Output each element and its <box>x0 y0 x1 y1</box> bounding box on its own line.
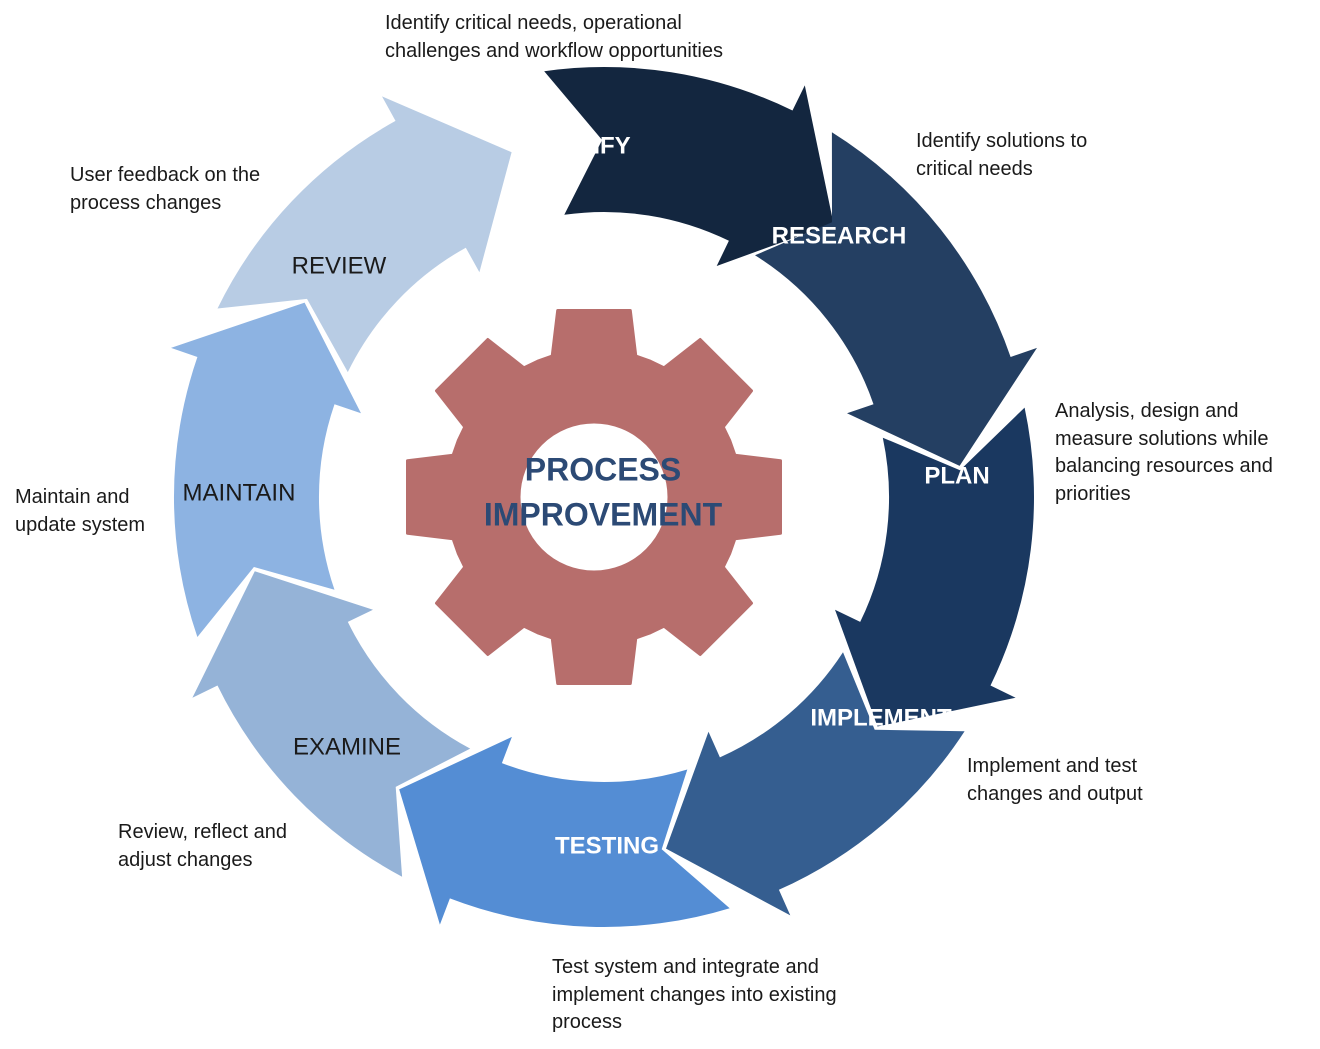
implement-arrow <box>666 652 965 916</box>
cycle-arrows <box>171 67 1037 927</box>
research-arrow <box>755 132 1037 466</box>
review-arrow <box>217 96 512 373</box>
maintain-description: Maintain and update system <box>15 484 145 539</box>
center-title-line2: IMPROVEMENT <box>484 496 723 532</box>
research-label: RESEARCH <box>772 222 907 249</box>
plan-description: Analysis, design and measure solutions wh… <box>1055 398 1273 508</box>
examine-description-line: adjust changes <box>118 848 253 871</box>
process-gear: PROCESS IMPROVEMENT <box>406 309 782 685</box>
examine-label: EXAMINE <box>293 733 401 760</box>
implement-description-line: changes and output <box>967 782 1143 805</box>
maintain-description-line: update system <box>15 513 146 536</box>
implement-label: IMPLEMENT <box>810 704 952 731</box>
research-description: Identify solutions to critical needs <box>916 128 1087 183</box>
testing-label: TESTING <box>555 832 659 859</box>
maintain-description-line: Maintain and <box>15 486 130 508</box>
review-label: REVIEW <box>292 252 387 279</box>
testing-description-line: process <box>552 1011 623 1033</box>
identify-label: IDENTIFY <box>521 132 630 159</box>
gear-icon <box>406 309 782 685</box>
plan-description-line: priorities <box>1055 482 1131 505</box>
identify-description-line: challenges and workflow opportunities <box>385 39 723 62</box>
review-description-line: User feedback on the <box>70 164 261 186</box>
research-description-line: Identify solutions to <box>916 130 1088 152</box>
identify-description: Identify critical needs, operational chal… <box>385 10 723 65</box>
testing-description-line: implement changes into existing <box>552 983 837 1006</box>
stage-labels: IDENTIFY RESEARCH PLAN IMPLEMENT TESTING EXAM… <box>183 132 990 859</box>
implement-description: Implement and test changes and output <box>967 753 1143 808</box>
examine-description-line: Review, reflect and <box>118 821 287 843</box>
examine-arrow <box>192 571 471 877</box>
plan-label: PLAN <box>924 462 989 489</box>
center-title-line1: PROCESS <box>525 451 681 487</box>
maintain-arrow <box>171 302 361 637</box>
maintain-label: MAINTAIN <box>183 479 296 506</box>
plan-description-line: Analysis, design and <box>1055 400 1239 422</box>
identify-arrow <box>544 67 834 266</box>
research-description-line: critical needs <box>916 157 1033 180</box>
testing-description: Test system and integrate and implement c… <box>552 954 837 1037</box>
testing-arrow <box>399 736 730 927</box>
review-description: User feedback on the process changes <box>70 162 260 217</box>
implement-description-line: Implement and test <box>967 755 1138 777</box>
plan-arrow <box>835 407 1035 727</box>
review-description-line: process changes <box>70 191 222 214</box>
plan-description-line: measure solutions while <box>1055 427 1269 450</box>
plan-description-line: balancing resources and <box>1055 455 1273 477</box>
examine-description: Review, reflect and adjust changes <box>118 819 287 874</box>
identify-description-line: Identify critical needs, operational <box>385 12 682 34</box>
testing-description-line: Test system and integrate and <box>552 956 819 978</box>
